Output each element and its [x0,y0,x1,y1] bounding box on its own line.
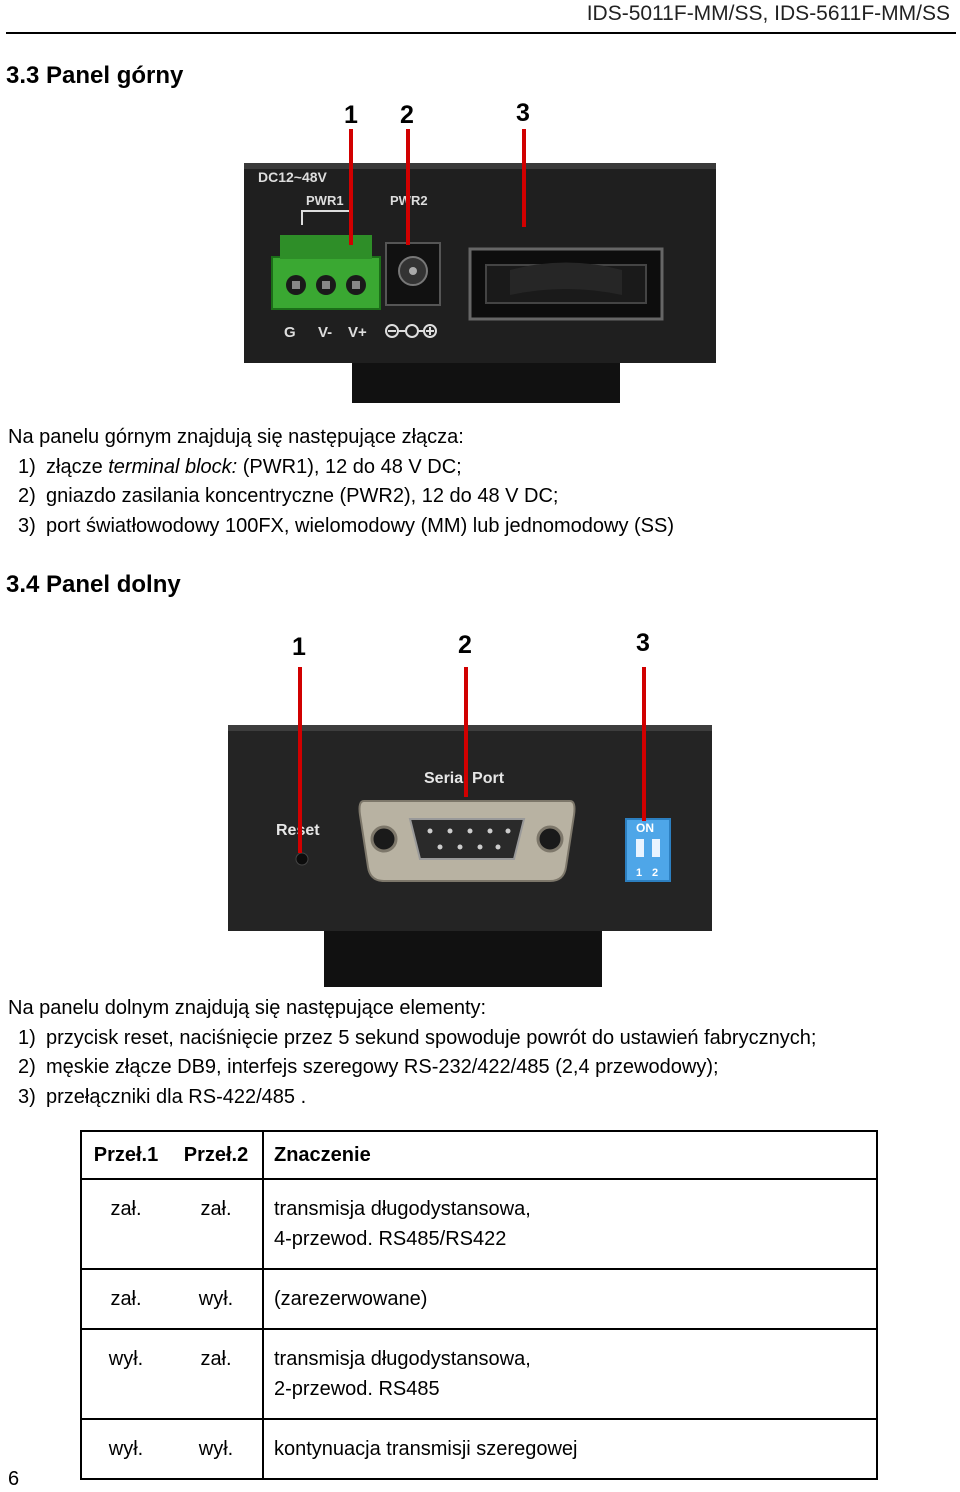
terminal-block-connector [271,235,381,310]
table-header-sw1: Przeł.1 [80,1130,170,1180]
section-heading-top-panel: 3.3 Panel górny [6,62,184,89]
list-item: 3)przełączniki dla RS-422/485 . [18,1085,307,1108]
callout-1: 1 [344,101,358,129]
terminal-vplus-label: V+ [348,324,367,341]
top-panel-mount [352,363,620,403]
table-row: wył. zał. transmisja długodystansowa, 2-… [80,1328,878,1420]
meaning-line: kontynuacja transmisji szeregowej [274,1438,578,1460]
table-header-meaning: Znaczenie [262,1130,878,1180]
dip-sw1-label: 1 [636,867,642,879]
bottom-panel-description: Na panelu dolnym znajdują się następując… [8,994,816,1112]
cell-sw2: wył. [170,1418,263,1480]
fiber-optic-port [468,247,664,321]
header-divider [6,32,956,34]
list-item: 2)męskie złącze DB9, interfejs szeregowy… [18,1056,719,1078]
cell-sw2: wył. [170,1268,263,1330]
document-header-title: IDS-5011F-MM/SS, IDS-5611F-MM/SS [586,2,950,25]
list-item: 3)port światłowodowy 100FX, wielomodowy … [18,514,675,537]
table-row: zał. zał. transmisja długodystansowa, 4-… [80,1178,878,1270]
table-row: wył. wył. kontynuacja transmisji szerego… [80,1418,878,1480]
dip-switch: ON 1 2 [625,818,671,882]
table-row: zał. wył. (zarezerwowane) [80,1268,878,1330]
meaning-line: 4-przewod. RS485/RS422 [274,1228,507,1250]
meaning-line: (zarezerwowane) [274,1288,428,1310]
list-item: 1)złącze terminal block: (PWR1), 12 do 4… [18,455,462,478]
polarity-icon [385,324,437,338]
top-panel-description: Na panelu górnym znajdują się następując… [8,423,674,541]
terminal-vminus-label: V- [318,324,332,341]
dip-sw2-label: 2 [652,867,658,879]
meaning-line: transmisja długodystansowa, [274,1348,531,1370]
table-header-row: Przeł.1 Przeł.2 Znaczenie [80,1130,878,1180]
dip-switch-table: Przeł.1 Przeł.2 Znaczenie zał. zał. tran… [80,1130,878,1480]
callout-2: 2 [400,101,414,129]
callout-2: 2 [458,631,472,659]
cell-meaning: transmisja długodystansowa, 4-przewod. R… [262,1178,878,1270]
cell-sw1: wył. [80,1328,170,1420]
callout-1: 1 [292,633,306,661]
reset-button-hole [295,852,309,866]
meaning-line: 2-przewod. RS485 [274,1378,440,1400]
cell-meaning: (zarezerwowane) [262,1268,878,1330]
top-intro: Na panelu górnym znajdują się następując… [8,426,464,448]
cell-meaning: transmisja długodystansowa, 2-przewod. R… [262,1328,878,1420]
section-heading-bottom-panel: 3.4 Panel dolny [6,571,181,598]
bottom-panel-mount [324,931,602,987]
cell-sw1: zał. [80,1268,170,1330]
dip-on-label: ON [636,821,654,835]
dc-power-jack [385,242,441,306]
page-number: 6 [8,1468,20,1490]
bottom-panel-photo: Serial Port Reset ON 1 2 1 2 3 [228,629,712,987]
db9-connector [358,800,576,882]
callout-3: 3 [636,629,650,657]
bottom-intro: Na panelu dolnym znajdują się następując… [8,997,487,1019]
cell-sw1: zał. [80,1178,170,1270]
cell-meaning: kontynuacja transmisji szeregowej [262,1418,878,1480]
list-item: 1)przycisk reset, naciśnięcie przez 5 se… [18,1026,817,1049]
voltage-label: DC12~48V [258,169,328,185]
top-panel-photo: DC12~48V PWR1 PWR2 G V- V+ 1 2 3 [244,99,716,403]
cell-sw2: zał. [170,1328,263,1420]
cell-sw2: zał. [170,1178,263,1270]
callout-3: 3 [516,99,530,127]
list-item: 2)gniazdo zasilania koncentryczne (PWR2)… [18,485,559,507]
pwr1-label: PWR1 [306,193,344,208]
cell-sw1: wył. [80,1418,170,1480]
terminal-g-label: G [284,324,296,341]
meaning-line: transmisja długodystansowa, [274,1198,531,1220]
table-header-sw2: Przeł.2 [170,1130,263,1180]
